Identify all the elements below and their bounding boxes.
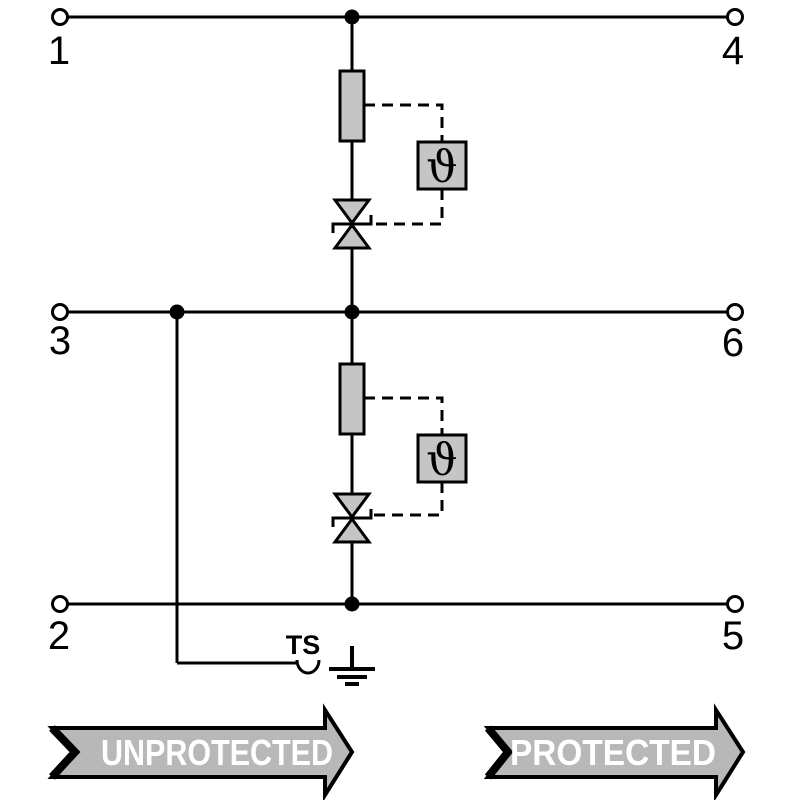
suppressor-diode-icon-top-a xyxy=(332,198,372,226)
protection-stage-top: ϑ xyxy=(331,69,468,250)
terminal-4-connector xyxy=(726,8,744,26)
remote-signal-and-ground: TS xyxy=(286,630,375,686)
suppressor-diode-bar-top xyxy=(331,215,373,233)
suppressor-diode-icon-top-b xyxy=(332,222,372,250)
terminal-4-label: 4 xyxy=(722,29,744,73)
suppressor-diode-bar-bottom xyxy=(331,509,373,527)
terminal-labels: 1 4 3 6 2 5 xyxy=(48,29,744,658)
terminal-1-label: 1 xyxy=(48,29,70,73)
suppressor-diode-icon-bottom-b xyxy=(332,516,372,544)
theta-symbol-bottom: ϑ xyxy=(426,435,457,486)
junction-dot-top xyxy=(344,9,360,25)
junction-dot-middle xyxy=(344,304,360,320)
ts-contact-icon xyxy=(295,659,321,675)
terminal-1-connector xyxy=(51,8,69,26)
thermal-link-dashed-bottom-upper xyxy=(364,396,444,435)
terminal-3-connector xyxy=(51,303,69,321)
thermal-link-dashed-bottom-lower xyxy=(371,482,444,517)
terminal-6-label: 6 xyxy=(722,321,744,365)
junction-dot-branch xyxy=(169,304,185,320)
protected-banner: PROTECTED xyxy=(483,703,746,800)
terminal-2-connector xyxy=(51,595,69,613)
flow-banners: UNPROTECTED PROTECTED xyxy=(47,703,746,800)
thermal-link-dashed-top-lower xyxy=(371,189,444,226)
thermal-link-dashed-top-upper xyxy=(364,103,444,142)
arrester-cartridge-icon-top xyxy=(338,69,366,143)
arrester-cartridge-icon-bottom xyxy=(338,362,366,436)
terminal-5-label: 5 xyxy=(722,614,744,658)
terminal-5-connector xyxy=(726,595,744,613)
thermal-monitor-box-top xyxy=(416,140,468,191)
protected-label: PROTECTED xyxy=(510,732,716,773)
suppressor-diode-icon-bottom-a xyxy=(332,492,372,520)
wires xyxy=(68,15,727,665)
terminal-6-connector xyxy=(726,303,744,321)
protected-arrow-tail xyxy=(484,725,514,780)
protection-stage-bottom: ϑ xyxy=(331,362,468,544)
unprotected-label: UNPROTECTED xyxy=(101,732,333,773)
ts-label: TS xyxy=(286,630,321,660)
terminal-3-label: 3 xyxy=(49,319,71,363)
terminal-2-label: 2 xyxy=(48,614,70,658)
unprotected-banner: UNPROTECTED xyxy=(47,703,355,800)
junction-dot-bottom xyxy=(344,596,360,612)
terminal-connectors xyxy=(51,8,744,613)
ground-icon xyxy=(329,646,375,686)
unprotected-arrow-tail xyxy=(49,725,81,780)
theta-symbol-top: ϑ xyxy=(426,142,457,193)
junction-dots xyxy=(169,9,360,612)
